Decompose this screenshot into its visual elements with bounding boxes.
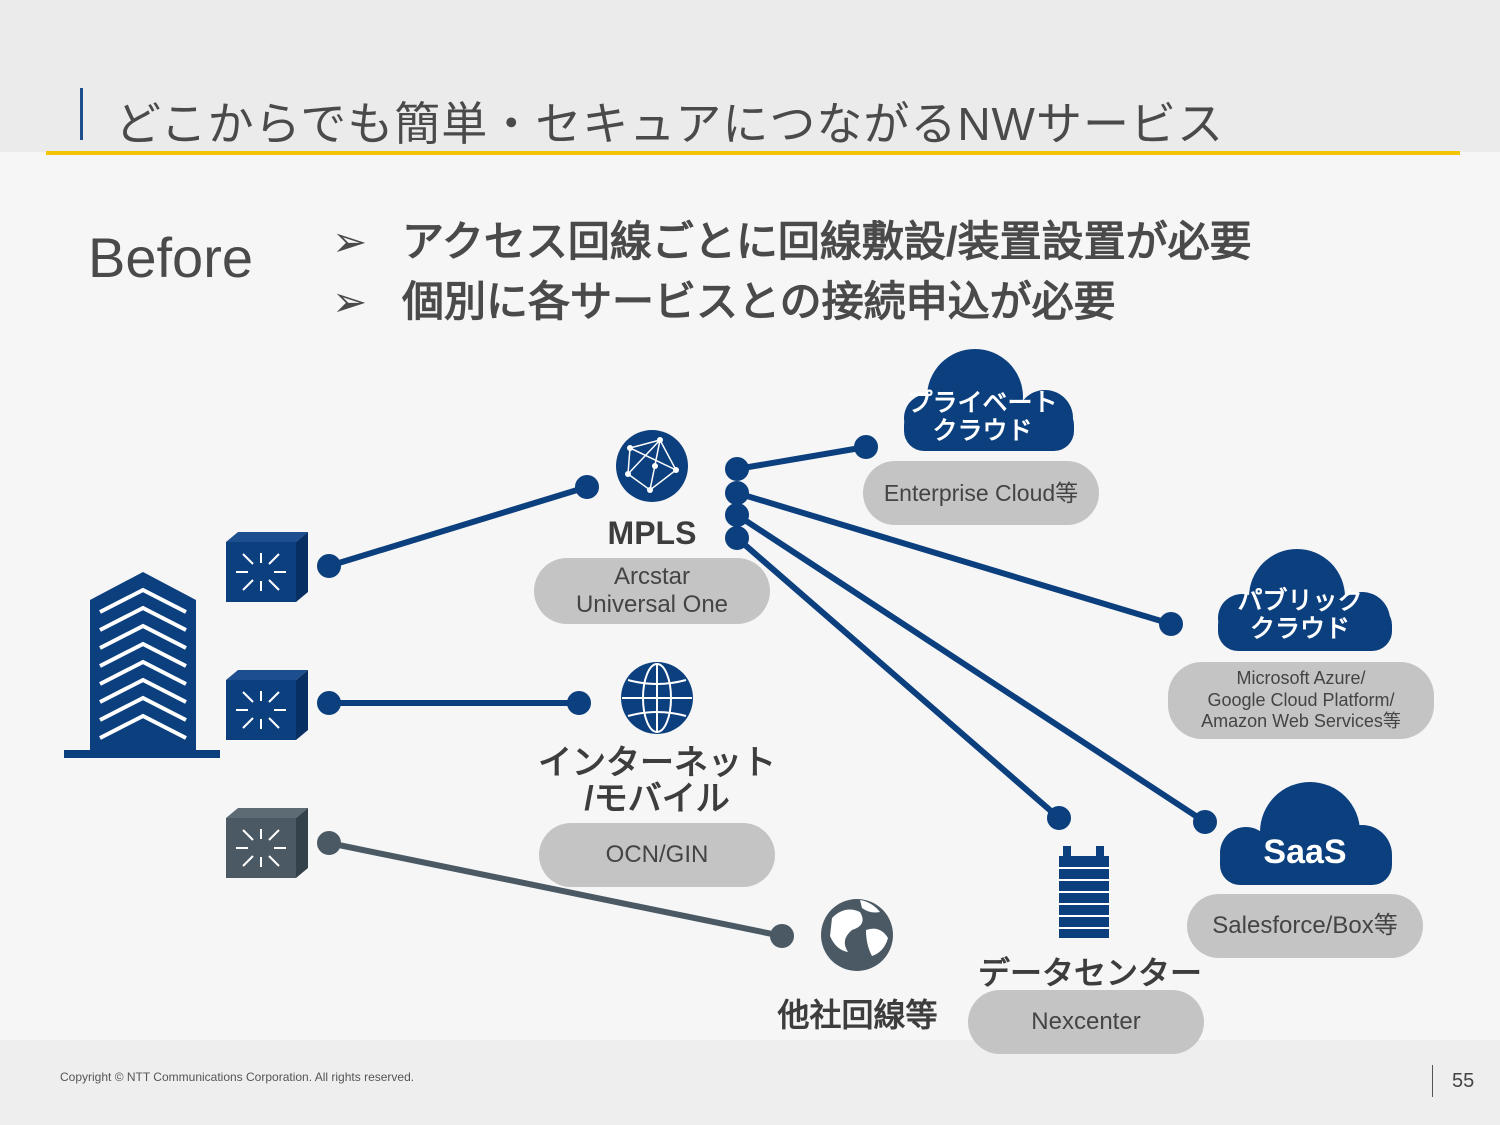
public-cloud-line1: パブリック bbox=[1237, 587, 1363, 615]
line-router3-other bbox=[326, 840, 785, 939]
bullet-text: 個別に各サービスとの接続申込が必要 bbox=[402, 278, 1116, 325]
bullet-arrow-icon: ➢ bbox=[332, 218, 368, 265]
title-underline bbox=[46, 151, 1460, 155]
bullet-1: ➢ アクセス回線ごとに回線敷設/装置設置が必要 bbox=[332, 208, 1252, 269]
mpls-network-icon bbox=[616, 430, 688, 502]
internet-service-text: OCN/GIN bbox=[605, 841, 709, 869]
public-cloud-service-pill: Microsoft Azure/ Google Cloud Platform/ … bbox=[1168, 662, 1434, 739]
public-cloud-service-line1: Microsoft Azure/ bbox=[1236, 668, 1366, 689]
line-router1-mpls bbox=[326, 484, 590, 569]
saas-service-text: Salesforce/Box等 bbox=[1212, 912, 1398, 940]
line-mpls-saas bbox=[734, 512, 1208, 825]
datacenter-service-pill: Nexcenter bbox=[968, 990, 1204, 1054]
bullet-2: ➢ 個別に各サービスとの接続申込が必要 bbox=[332, 268, 1116, 329]
public-cloud-label: パブリック クラウド bbox=[1220, 587, 1380, 643]
saas-cloud-icon bbox=[1220, 782, 1392, 885]
header-band bbox=[0, 0, 1500, 152]
line-mpls-private-cloud bbox=[734, 444, 869, 472]
router-1-icon bbox=[226, 532, 308, 602]
line-mpls-public-cloud bbox=[734, 490, 1174, 627]
copyright-text: Copyright © NTT Communications Corporati… bbox=[60, 1070, 415, 1084]
datacenter-label: データセンター bbox=[977, 955, 1202, 991]
saas-label: SaaS bbox=[1263, 833, 1347, 871]
before-label: Before bbox=[88, 226, 253, 289]
bullet-arrow-icon: ➢ bbox=[332, 278, 368, 325]
internet-label: インターネット /モバイル bbox=[527, 745, 787, 817]
private-cloud-icon bbox=[904, 349, 1074, 451]
private-cloud-service-text: Enterprise Cloud等 bbox=[883, 479, 1079, 506]
public-cloud-service-line3: Amazon Web Services等 bbox=[1201, 711, 1401, 732]
page-number: 55 bbox=[1452, 1070, 1475, 1092]
mpls-label: MPLS bbox=[607, 515, 697, 551]
bullet-text: アクセス回線ごとに回線敷設/装置設置が必要 bbox=[402, 218, 1252, 265]
mpls-service-pill: Arcstar Universal One bbox=[534, 558, 770, 624]
saas-service-pill: Salesforce/Box等 bbox=[1187, 894, 1423, 958]
internet-service-pill: OCN/GIN bbox=[539, 823, 775, 887]
slide-title: どこからでも簡単・セキュアにつながるNWサービス bbox=[115, 98, 1224, 150]
page-number-divider bbox=[1432, 1065, 1433, 1097]
private-cloud-line2: クラウド bbox=[932, 416, 1033, 445]
private-cloud-line1: プライベート bbox=[907, 389, 1058, 417]
public-cloud-icon bbox=[1218, 549, 1392, 651]
title-accent-bar bbox=[80, 88, 83, 140]
private-cloud-label: プライベート クラウド bbox=[900, 389, 1065, 445]
earth-icon bbox=[821, 899, 893, 971]
internet-globe-icon bbox=[621, 662, 693, 734]
public-cloud-line2: クラウド bbox=[1249, 614, 1350, 643]
mpls-service-text: Arcstar Universal One bbox=[575, 563, 729, 618]
router-3-icon bbox=[226, 808, 308, 878]
line-mpls-datacenter bbox=[734, 535, 1062, 821]
internet-label-line2: /モバイル bbox=[584, 780, 730, 818]
public-cloud-service-line2: Google Cloud Platform/ bbox=[1207, 689, 1395, 710]
router-2-icon bbox=[226, 670, 308, 740]
building-icon bbox=[64, 572, 220, 758]
footer-band bbox=[0, 1040, 1500, 1125]
internet-label-line1: インターネット bbox=[538, 744, 776, 782]
datacenter-server-icon bbox=[1059, 846, 1109, 938]
private-cloud-service-pill: Enterprise Cloud等 bbox=[863, 461, 1099, 525]
datacenter-service-text: Nexcenter bbox=[1031, 1008, 1141, 1036]
other-carrier-label: 他社回線等 bbox=[777, 997, 938, 1033]
